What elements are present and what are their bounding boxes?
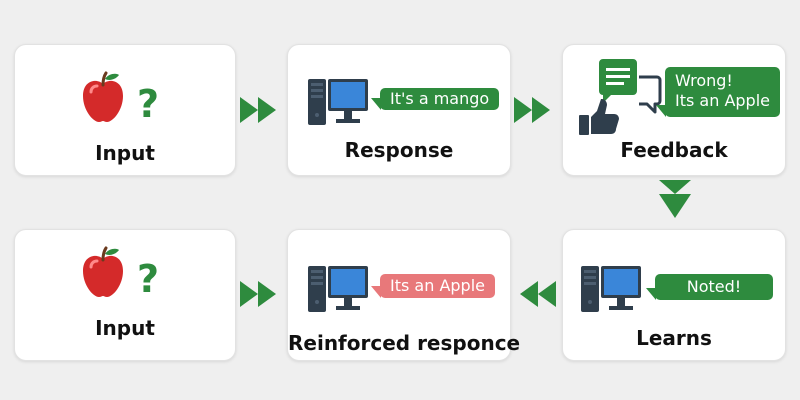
- question-mark-icon: ?: [137, 258, 159, 298]
- double-chevron-arrow-icon: [240, 281, 276, 307]
- thumbs-down-icon: [579, 99, 619, 135]
- feedback-bubble-line1: Wrong!: [675, 71, 733, 90]
- reinforced-response-card: Its an Apple Reinforced responce: [287, 229, 521, 361]
- apple-icon: [83, 246, 123, 297]
- feedback-card: Wrong! Its an Apple Feedback: [562, 44, 786, 176]
- reinforced-bubble: Its an Apple: [371, 274, 495, 298]
- response-bubble: It's a mango: [370, 88, 500, 110]
- learns-bubble: Noted!: [646, 274, 773, 300]
- svg-text:?: ?: [137, 258, 159, 298]
- double-chevron-arrow-icon: [240, 97, 276, 123]
- input-card-top: ? Input: [14, 44, 236, 176]
- feedback-bubble-line2: Its an Apple: [675, 91, 770, 110]
- double-chevron-left-arrow-icon: [520, 281, 556, 307]
- response-label: Response: [344, 138, 454, 162]
- computer-icon: [308, 79, 368, 125]
- double-chevron-arrow-icon: [514, 97, 550, 123]
- response-card: It's a mango Response: [287, 44, 511, 176]
- input-label-bottom: Input: [95, 316, 155, 340]
- computer-icon: [581, 266, 641, 312]
- computer-icon: [308, 266, 368, 312]
- input-card-bottom: ? Input: [14, 229, 236, 361]
- learns-card: Noted! Learns: [562, 229, 786, 361]
- down-arrow-icon: [659, 180, 691, 218]
- question-mark-icon: ?: [137, 83, 159, 123]
- svg-text:?: ?: [137, 83, 159, 123]
- learns-label: Learns: [636, 326, 712, 350]
- input-label-top: Input: [95, 141, 155, 165]
- reinforced-label: Reinforced responce: [288, 331, 521, 355]
- chat-bubble-icon: [599, 59, 662, 114]
- apple-icon: [83, 71, 123, 122]
- feedback-bubble: Wrong! Its an Apple: [656, 67, 780, 117]
- feedback-label: Feedback: [620, 138, 728, 162]
